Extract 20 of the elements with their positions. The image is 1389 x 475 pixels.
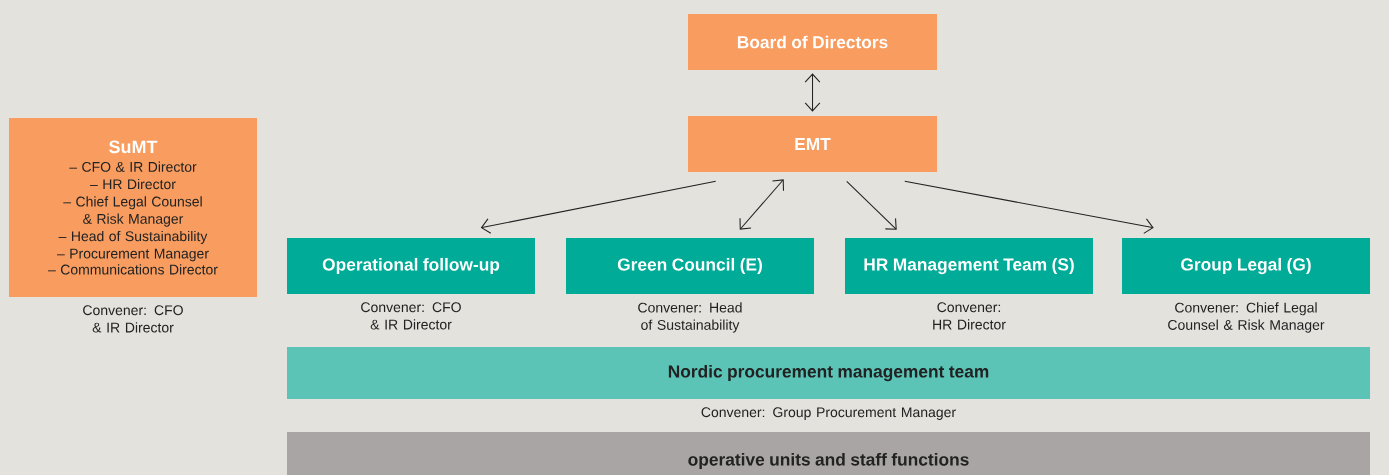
convener-note: Convener: Head of Sustainability bbox=[638, 302, 742, 333]
org-box: Green Council (E) bbox=[566, 238, 814, 294]
convener-note: Convener: Chief Legal Counsel & Risk Manager bbox=[1168, 302, 1325, 333]
units-band: operative units and staff functions bbox=[287, 432, 1370, 475]
org-box: Operational follow-up bbox=[287, 238, 535, 294]
arrow bbox=[846, 180, 897, 230]
convener-note: Convener: CFO & IR Director bbox=[83, 305, 183, 333]
arrow bbox=[480, 180, 717, 234]
arrow bbox=[904, 180, 1154, 234]
team-box: SuMT – CFO & IR Director – HR Director – Chief Legal Counsel & Risk Manager – Head of Sustainability – Procurement Manager – Communications Director bbox=[9, 118, 257, 297]
org-box: EMT bbox=[688, 116, 937, 172]
org-box: Group Legal (G) bbox=[1122, 238, 1370, 294]
arrow bbox=[739, 179, 785, 230]
convener-note: Convener: Group Procurement Manager bbox=[701, 407, 956, 420]
org-box: Board of Directors bbox=[688, 14, 937, 70]
org-box: Nordic procurement management team bbox=[287, 347, 1370, 399]
org-box: HR Management Team (S) bbox=[845, 238, 1093, 294]
convener-note: Convener: CFO & IR Director bbox=[361, 302, 461, 330]
arrow bbox=[804, 73, 821, 112]
convener-note: Convener: HR Director bbox=[933, 302, 1006, 330]
